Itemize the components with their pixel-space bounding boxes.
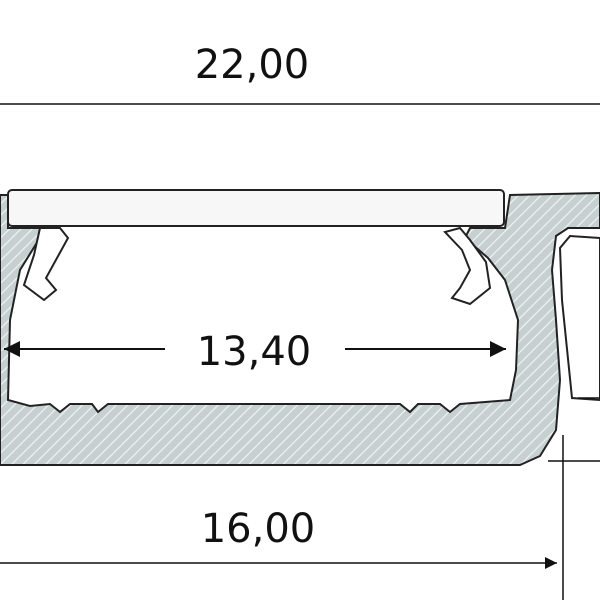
diffuser-cover: [7, 189, 505, 227]
profile-side-pocket: [558, 234, 600, 402]
inner-width-label: 13,40: [197, 329, 312, 375]
left-clip: [22, 227, 70, 302]
right-clip: [443, 226, 492, 306]
overall-width-label: 22,00: [195, 42, 310, 88]
profile-channel: [0, 191, 600, 466]
bottom-width-label: 16,00: [201, 506, 316, 552]
